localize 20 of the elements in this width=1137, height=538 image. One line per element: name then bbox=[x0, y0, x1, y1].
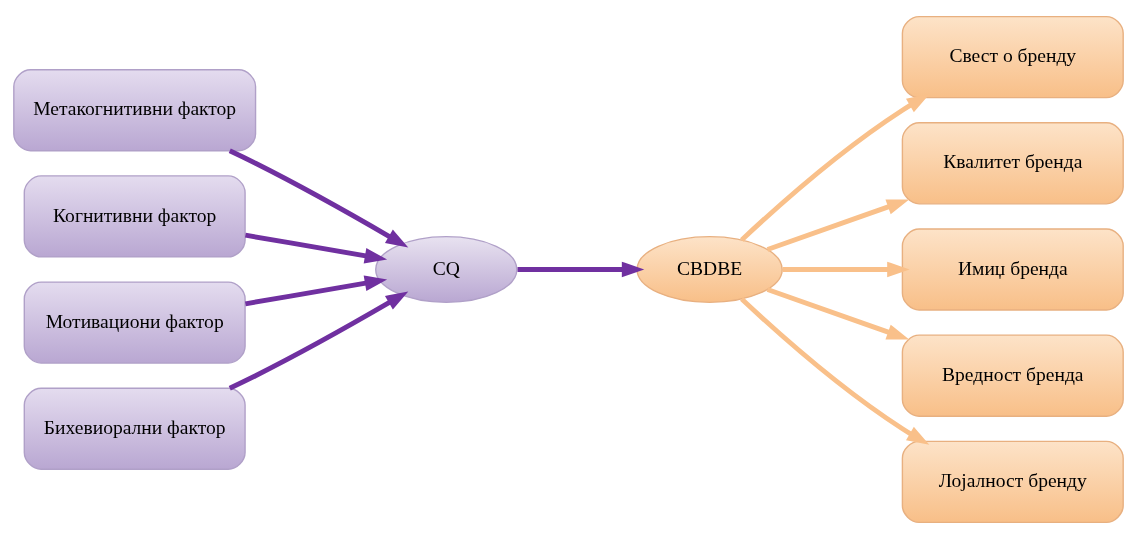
node-box: Метакогнитивни фактор bbox=[13, 68, 257, 151]
node-box: Бихевиорални фактор bbox=[23, 387, 246, 470]
node-box: Лојалност бренду bbox=[901, 440, 1124, 523]
node-box: Вредност бренда bbox=[901, 333, 1124, 417]
node-box: Мотивациони фактор bbox=[23, 280, 246, 364]
arrow bbox=[517, 261, 645, 277]
node-box: Имиџ бренда bbox=[901, 227, 1124, 311]
arrow bbox=[782, 261, 910, 277]
node-box: Когнитивни фактор bbox=[23, 174, 246, 258]
arrow bbox=[228, 290, 409, 390]
arrow bbox=[766, 286, 910, 340]
arrow bbox=[766, 198, 910, 252]
node-box: Свест о бренду bbox=[901, 15, 1124, 98]
arrow bbox=[740, 296, 930, 445]
node-box: Квалитет бренда bbox=[901, 121, 1124, 205]
arrow bbox=[228, 148, 409, 248]
arrow bbox=[245, 232, 388, 263]
node-ellipse: CQ bbox=[375, 235, 518, 303]
arrow bbox=[245, 275, 388, 306]
node-ellipse: CBDBE bbox=[636, 235, 783, 303]
